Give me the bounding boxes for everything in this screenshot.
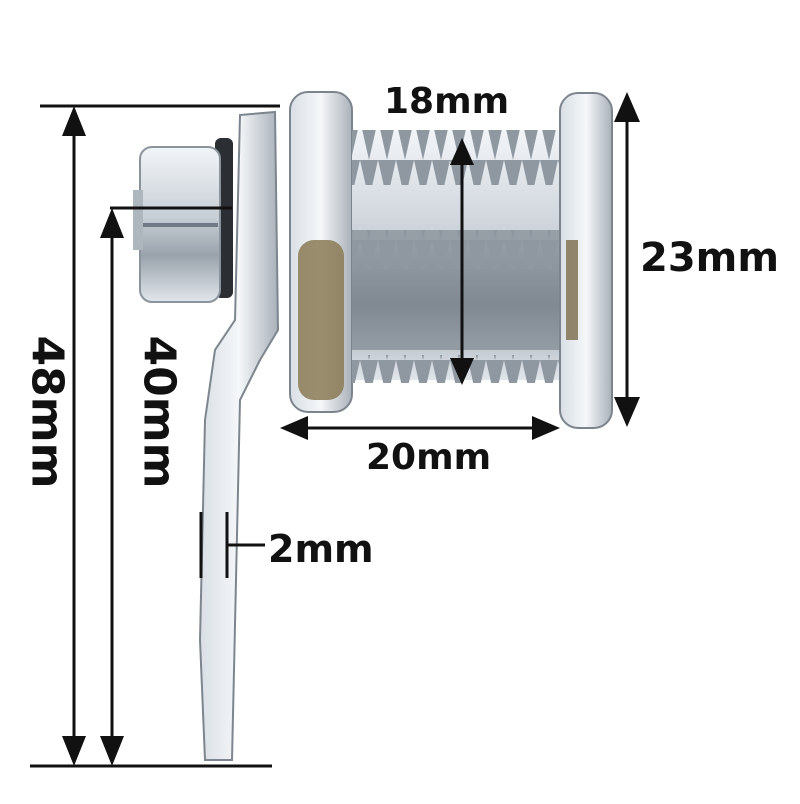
overall-height-label: 48mm xyxy=(21,335,73,489)
dimension-lines xyxy=(30,92,640,768)
threaded-body xyxy=(352,130,562,383)
cam-lever xyxy=(198,110,280,761)
cam-height-label: 40mm xyxy=(133,335,185,489)
lock-head xyxy=(559,92,613,429)
head-diameter-label: 23mm xyxy=(640,235,780,281)
thread-diameter-label: 18mm xyxy=(384,81,510,122)
cam-thickness-label: 2mm xyxy=(268,527,374,571)
body-length-label: 20mm xyxy=(366,437,492,478)
hex-nut xyxy=(133,146,221,303)
main-nut xyxy=(289,91,353,413)
